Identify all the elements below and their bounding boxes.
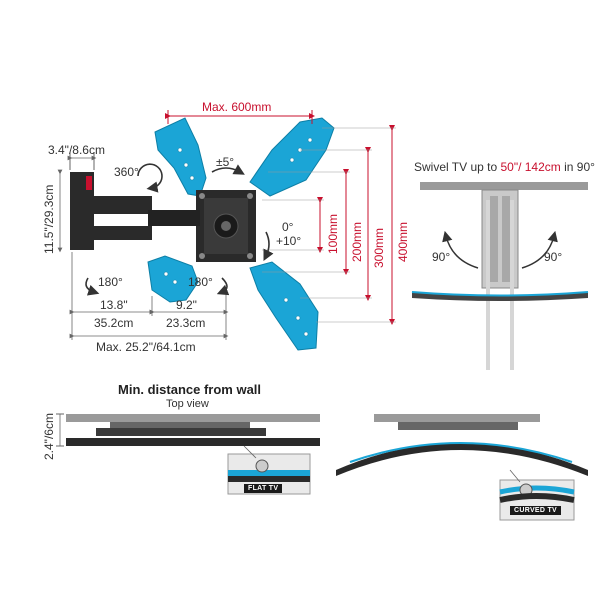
vesa-300-label: 300mm	[372, 227, 386, 268]
min-distance-label: 2.4"/6cm	[42, 413, 56, 460]
swivel-caption: Swivel TV up to 50"/ 142cm in 90°	[414, 160, 595, 174]
swivel-180-right-label: 180°	[188, 275, 213, 289]
swivel-angle-right: 90°	[544, 250, 563, 264]
curved-tv-view	[336, 414, 588, 521]
swivel-180-left-label: 180°	[98, 275, 123, 289]
arm2-cm-label: 23.3cm	[166, 316, 206, 330]
arm-dimensions	[57, 155, 229, 340]
tilt-pm5-label: ±5°	[216, 155, 235, 169]
vesa-100-label: 100mm	[326, 213, 340, 254]
wall-arm	[69, 152, 200, 250]
max-extension-label: Max. 25.2"/64.1cm	[96, 340, 196, 354]
plate-top-left	[154, 117, 207, 197]
plate-bottom-right	[249, 261, 319, 351]
top-view-subtitle: Top view	[166, 398, 209, 410]
vesa-dimensions	[165, 110, 395, 325]
plate-bottom-left	[147, 255, 199, 303]
arm2-inch-label: 9.2"	[176, 298, 197, 312]
swivel-view	[411, 182, 589, 370]
flat-tv-tag: FLAT TV	[244, 484, 283, 493]
swivel-size: 50"/ 142cm	[500, 160, 561, 174]
plate-top-right	[249, 117, 335, 197]
swivel-mid: in	[560, 160, 577, 174]
swivel-angle: 90°	[576, 160, 595, 174]
max-width-label: Max. 600mm	[202, 100, 272, 114]
curved-tv-tag: CURVED TV	[510, 506, 562, 515]
tilt-head	[196, 190, 256, 262]
arm1-inch-label: 13.8"	[100, 298, 128, 312]
min-distance-title: Min. distance from wall	[118, 382, 262, 397]
tilt-plus10-label: +10°	[276, 234, 302, 248]
flat-tv-view	[56, 413, 320, 495]
height-label: 11.5"/29.3cm	[42, 184, 56, 254]
depth-label: 3.4"/8.6cm	[48, 143, 105, 157]
arm1-cm-label: 35.2cm	[94, 316, 134, 330]
vesa-400-label: 400mm	[396, 221, 410, 262]
tilt-0-label: 0°	[282, 220, 294, 234]
rotation-arrows	[85, 163, 274, 296]
swivel-prefix: Swivel TV up to	[414, 160, 501, 174]
vesa-200-label: 200mm	[350, 221, 364, 262]
rotate-360-label: 360°	[114, 165, 139, 179]
swivel-angle-left: 90°	[432, 250, 451, 264]
